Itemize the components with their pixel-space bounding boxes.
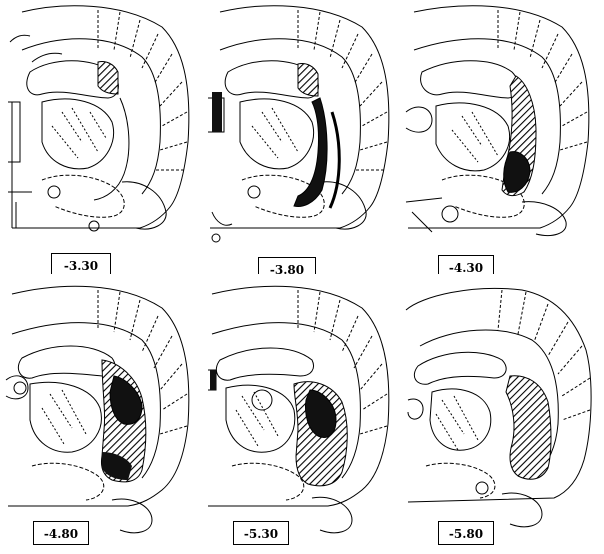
section-label-5: -5.30 xyxy=(233,521,289,545)
hippocampus-outline xyxy=(215,347,314,381)
lesion-lateral-band xyxy=(293,97,328,207)
cortex-outer-outline xyxy=(405,287,592,503)
cortex-outer-outline xyxy=(210,5,390,229)
cortex-outer-outline xyxy=(8,285,190,507)
lesion-core xyxy=(305,389,337,438)
coronal-section-5 xyxy=(208,285,390,534)
hippocampus-outline xyxy=(26,60,119,99)
hippocampus-outline xyxy=(420,60,519,99)
lesion-core xyxy=(503,151,531,193)
hippocampus-outline xyxy=(413,351,507,385)
panel-section-2: -3.80 xyxy=(202,2,398,274)
cortex-inner-outline xyxy=(219,38,361,195)
coronal-section-2 xyxy=(208,5,390,243)
section-label-1: -3.30 xyxy=(51,253,111,274)
panel-section-5: -5.30 xyxy=(202,280,398,552)
coronal-section-4 xyxy=(5,285,190,534)
hippocampus-outline xyxy=(224,60,319,99)
cortex-outer-outline xyxy=(12,5,190,229)
coronal-section-1 xyxy=(8,5,190,232)
cortex-inner-outline xyxy=(21,38,161,195)
cortex-inner-outline xyxy=(419,329,559,475)
section-label-2: -3.80 xyxy=(258,257,316,274)
coronal-section-6 xyxy=(405,287,592,528)
panel-section-6: -5.80 xyxy=(402,280,598,552)
lesion-area xyxy=(297,63,319,97)
cortex-inner-outline xyxy=(11,322,161,479)
cortex-inner-outline xyxy=(413,38,561,195)
panel-section-4: -4.80 xyxy=(2,280,198,552)
lesion-core xyxy=(109,375,143,425)
lesion-area xyxy=(505,375,552,480)
section-label-6: -5.80 xyxy=(438,521,494,545)
section-label-4: -4.80 xyxy=(33,521,89,545)
section-label-3: -4.30 xyxy=(438,255,494,274)
cortex-inner-outline xyxy=(211,322,361,479)
lesion-area xyxy=(97,61,119,95)
cortex-outer-outline xyxy=(408,5,590,229)
panel-section-3: -4.30 xyxy=(402,2,598,274)
cortex-outer-outline xyxy=(208,285,390,507)
panel-section-1: -3.30 xyxy=(2,2,198,274)
hippocampus-outline xyxy=(17,345,116,379)
coronal-section-3 xyxy=(405,5,590,236)
